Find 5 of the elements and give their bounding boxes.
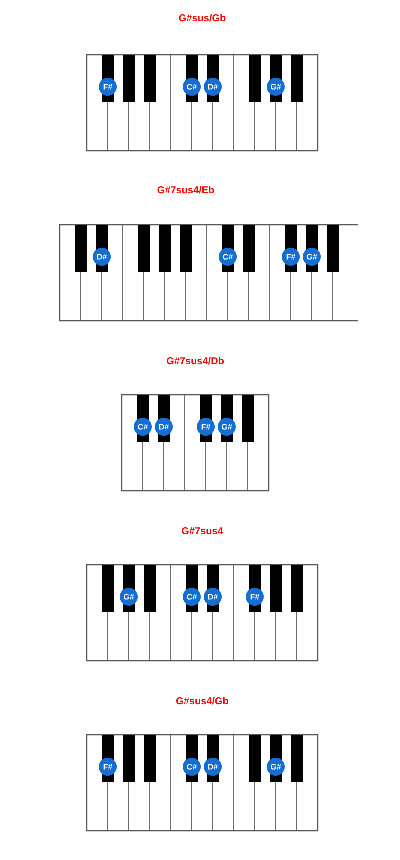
chord-title: G#sus4/Gb [176,697,228,705]
chord-title: G#7sus4/Eb [158,186,214,194]
chord-title: G#sus/Gb [179,14,226,22]
chord-title: G#7sus4/Db [167,357,224,365]
chord-title: G#7sus4 [182,527,224,535]
